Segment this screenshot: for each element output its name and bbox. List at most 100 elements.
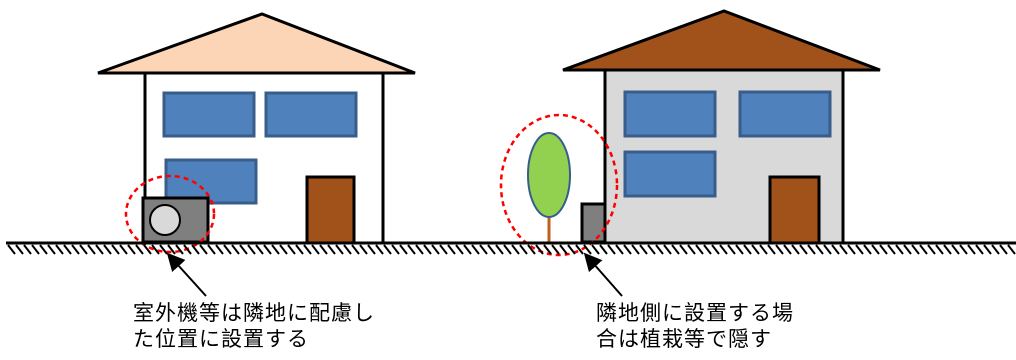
ground-hatch-line <box>31 244 40 255</box>
ground-hatch-line <box>127 244 136 255</box>
ground-hatch-line <box>703 244 712 255</box>
ground-hatch-line <box>575 244 584 255</box>
ground-hatch-line <box>183 244 192 255</box>
ground-hatch-line <box>991 244 1000 255</box>
left-pointer-arrow-icon <box>166 252 207 297</box>
ground-hatch-line <box>807 244 816 255</box>
ground-hatch-line <box>615 244 624 255</box>
ground-hatch-line <box>775 244 784 255</box>
ground-hatch-line <box>239 244 248 255</box>
ground-hatch-line <box>831 244 840 255</box>
ground-hatch-line <box>711 244 720 255</box>
ground-hatch-line <box>663 244 672 255</box>
ground-hatch-line <box>159 244 168 255</box>
ground-hatch-line <box>479 244 488 255</box>
hatched-ground-line <box>6 241 1016 255</box>
ground-hatch-line <box>55 244 64 255</box>
right-highlight-circle <box>499 113 619 257</box>
ground-hatch-line <box>743 244 752 255</box>
right-house <box>562 9 881 245</box>
ground-hatch-line <box>351 244 360 255</box>
ground-hatch-line <box>367 244 376 255</box>
ground-hatch-line <box>967 244 976 255</box>
ground-hatch-line <box>727 244 736 255</box>
ground-hatch-line <box>759 244 768 255</box>
ground-hatch-line <box>471 244 480 255</box>
ground-hatch-line <box>111 244 120 255</box>
small-outdoor-unit-icon <box>580 202 607 244</box>
ground-hatch-line <box>383 244 392 255</box>
ground-hatch-line <box>623 244 632 255</box>
ground-hatch-line <box>79 244 88 255</box>
ground-hatch-line <box>343 244 352 255</box>
ground-hatch-line <box>959 244 968 255</box>
ground-hatch-line <box>855 244 864 255</box>
ground-hatch-line <box>511 244 520 255</box>
right-pointer-arrow-icon <box>583 252 623 297</box>
ground-hatch-line <box>639 244 648 255</box>
ground-hatch-line <box>95 244 104 255</box>
ground-hatch-line <box>935 244 944 255</box>
ground-hatch-line <box>487 244 496 255</box>
left-house <box>97 12 416 245</box>
ground-hatch-line <box>631 244 640 255</box>
ground-hatch-line <box>455 244 464 255</box>
ground-hatch-line <box>415 244 424 255</box>
ground-hatch-line <box>879 244 888 255</box>
left-highlight-circle <box>124 174 216 254</box>
ground-hatch-line <box>271 244 280 255</box>
tree-icon <box>527 132 571 242</box>
ground-hatch-line <box>151 244 160 255</box>
ground-hatch-line <box>319 244 328 255</box>
ground-hatch-line <box>39 244 48 255</box>
ground-hatch-line <box>655 244 664 255</box>
ground-hatch-line <box>911 244 920 255</box>
right-caption: 隣地側に設置する場 合は植栽等で隠す <box>596 300 794 352</box>
ground-hatch-line <box>671 244 680 255</box>
ground-hatch-line <box>927 244 936 255</box>
ground-hatch-line <box>503 244 512 255</box>
ground-hatch-line <box>143 244 152 255</box>
ground-hatch-line <box>399 244 408 255</box>
ground-hatch-line <box>871 244 880 255</box>
ground-hatch-line <box>783 244 792 255</box>
left-caption-line-1: 室外機等は隣地に配慮し <box>133 301 375 325</box>
ground-hatch-line <box>647 244 656 255</box>
ground-hatch-line <box>247 244 256 255</box>
ground-hatch-line <box>431 244 440 255</box>
ground-hatch-line <box>583 244 592 255</box>
ground-hatch-line <box>719 244 728 255</box>
ground-hatch-line <box>839 244 848 255</box>
ground-hatch-line <box>943 244 952 255</box>
ground-hatch-line <box>359 244 368 255</box>
right-window-3 <box>623 150 717 198</box>
ground-hatch-line <box>599 244 608 255</box>
ground-hatch-line <box>999 244 1008 255</box>
ground-hatch-line <box>23 244 32 255</box>
ground-hatch-line <box>15 244 24 255</box>
ground-hatch-line <box>63 244 72 255</box>
left-caption-line-2: た位置に設置する <box>133 327 309 351</box>
ground-hatch-line <box>695 244 704 255</box>
ground-hatch-line <box>903 244 912 255</box>
right-house-door <box>768 175 821 245</box>
left-caption: 室外機等は隣地に配慮し た位置に設置する <box>133 300 375 352</box>
left-house-door <box>305 175 356 245</box>
ground-hatch-line <box>255 244 264 255</box>
right-window-1 <box>623 90 717 138</box>
ground-hatch-line <box>439 244 448 255</box>
ground-hatch-line <box>767 244 776 255</box>
ground-hatch-line <box>687 244 696 255</box>
ground-hatch-line <box>375 244 384 255</box>
ground-hatch-line <box>7 244 16 255</box>
ground-hatch-line <box>47 244 56 255</box>
ground-hatch-line <box>175 244 184 255</box>
ground-hatch-line <box>919 244 928 255</box>
ground-hatch-line <box>231 244 240 255</box>
right-caption-line-1: 隣地側に設置する場 <box>596 301 794 325</box>
left-window-3 <box>164 158 258 205</box>
ground-hatch-line <box>199 244 208 255</box>
ground-hatch-line <box>119 244 128 255</box>
right-caption-line-2: 合は植栽等で隠す <box>596 327 772 351</box>
ground-hatch-line <box>863 244 872 255</box>
